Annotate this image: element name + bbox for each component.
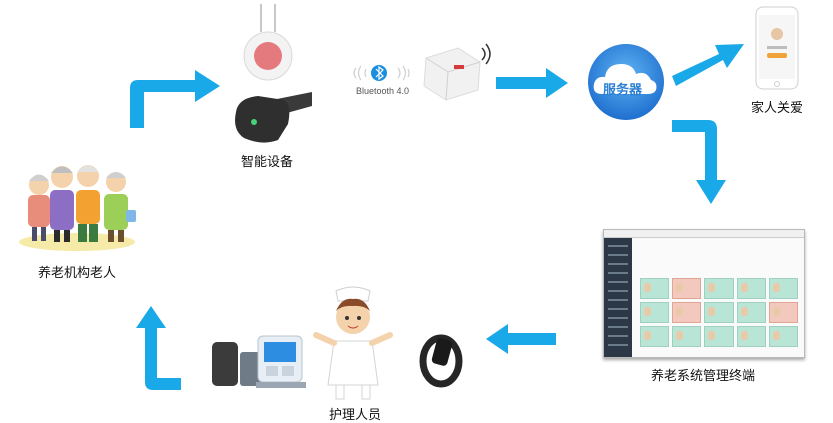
elderly-group-illustration — [12, 150, 142, 255]
pendant-device-icon — [243, 4, 293, 84]
label-caregiver: 护理人员 — [329, 408, 382, 423]
arrow-server-to-system — [672, 118, 732, 208]
smartphone-icon — [755, 6, 799, 90]
arrow-system-to-caregiver — [484, 324, 559, 354]
screen-card-grid — [640, 278, 798, 347]
label-elderly: 养老机构老人 — [38, 266, 117, 281]
caregiver-wristband-icon — [418, 334, 464, 388]
server-cloud-icon — [580, 38, 672, 122]
arrow-caregiver-to-elderly — [136, 304, 186, 394]
arrow-gateway-to-server — [496, 68, 571, 100]
screen-sidebar — [604, 238, 632, 357]
screen-topbar — [604, 230, 804, 238]
medical-equipment-icon — [210, 330, 310, 392]
label-family: 家人关爱 — [751, 101, 804, 116]
management-screen-image — [603, 229, 805, 358]
arrow-server-to-family — [672, 40, 747, 90]
label-smart-device: 智能设备 — [241, 155, 294, 170]
gateway-device-icon — [420, 40, 496, 102]
bluetooth-icon — [352, 62, 412, 84]
nurse-illustration — [312, 285, 394, 403]
label-system: 养老系统管理终端 — [651, 369, 756, 384]
wristband-device-icon — [232, 90, 314, 146]
arrow-elderly-to-device — [130, 70, 225, 130]
label-server: 服务器 — [603, 83, 643, 98]
label-bluetooth: Bluetooth 4.0 — [356, 86, 410, 96]
